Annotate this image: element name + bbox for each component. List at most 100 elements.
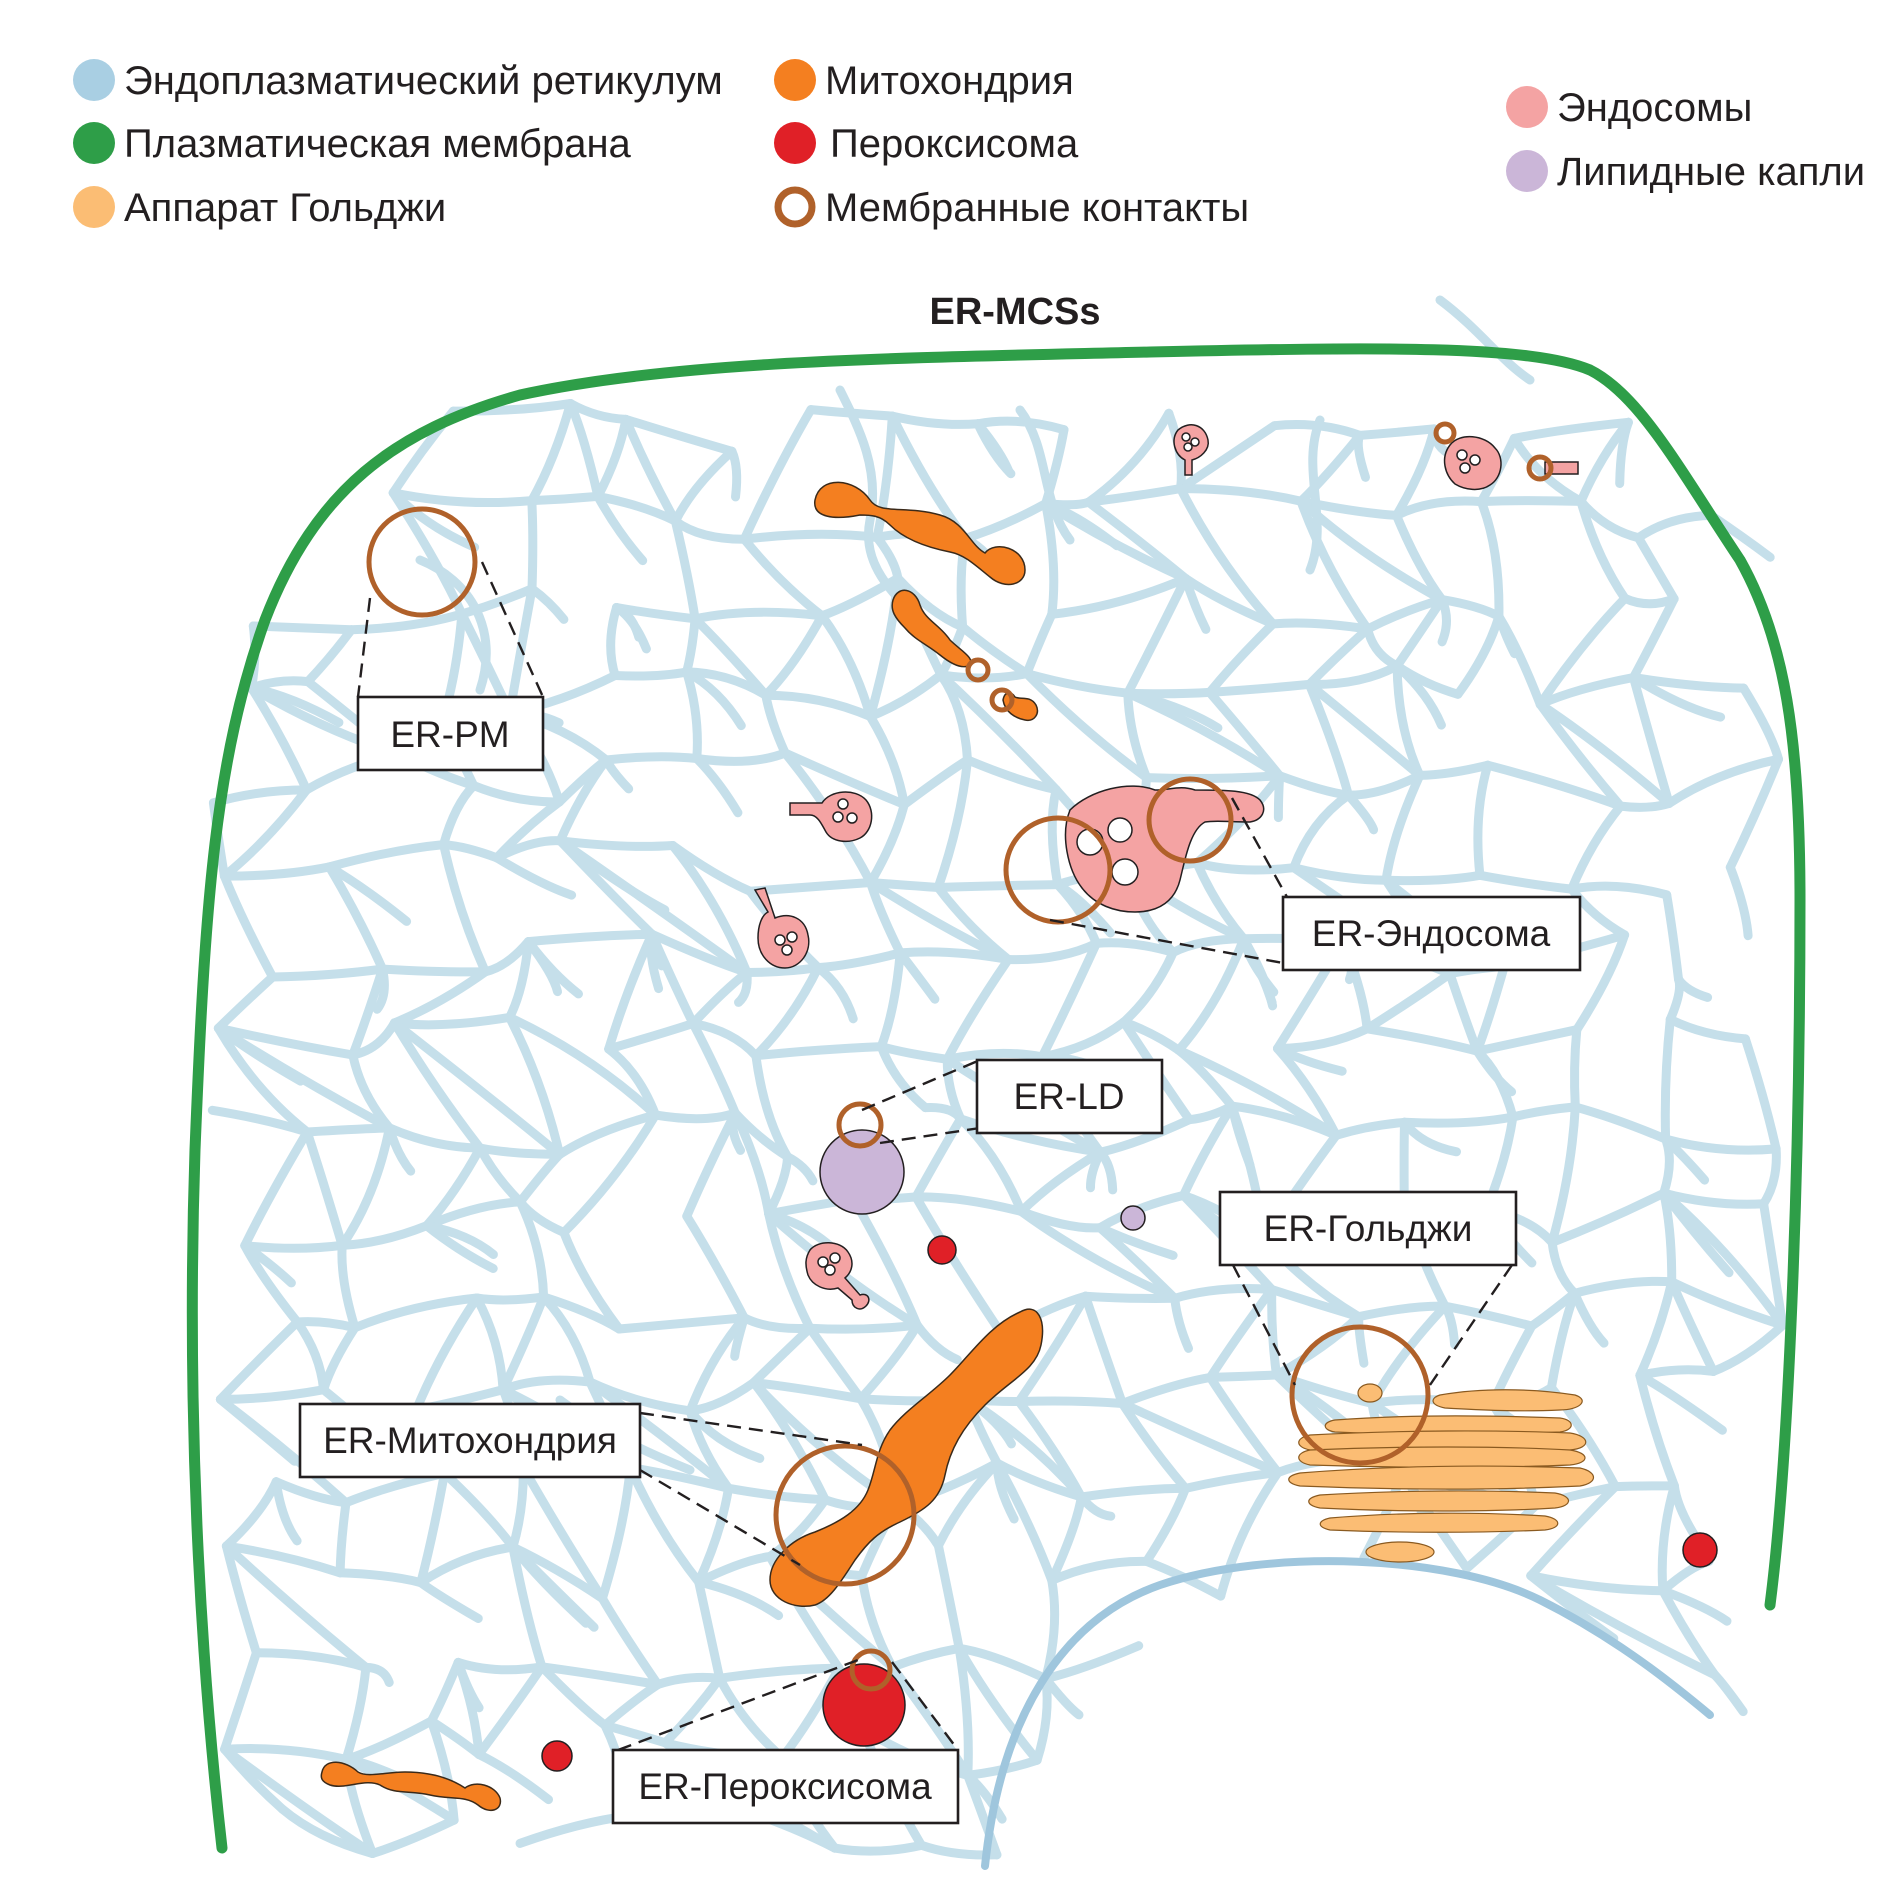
er-tubule bbox=[911, 1192, 1007, 1339]
er-tubule bbox=[457, 584, 537, 619]
callout-box bbox=[298, 1402, 642, 1479]
er-tubule bbox=[1635, 1277, 1677, 1380]
er-tubule bbox=[960, 499, 1051, 543]
er-tubule bbox=[1665, 1014, 1750, 1044]
legend-label-endosomes: Эндосомы bbox=[1557, 86, 1752, 130]
er-tubule bbox=[1472, 1046, 1517, 1097]
callout-er-pm: ER-PM bbox=[356, 695, 545, 772]
er-tubule bbox=[1142, 1483, 1190, 1566]
er-tubule bbox=[1567, 801, 1625, 894]
er-tubule bbox=[1475, 870, 1577, 894]
er-tubule bbox=[920, 1102, 966, 1124]
er-tubule bbox=[1535, 699, 1625, 811]
er-tubule bbox=[597, 1463, 635, 1603]
er-tubule bbox=[221, 1541, 261, 1658]
er-tubule bbox=[1084, 484, 1186, 507]
callout-er-endosome: ER-Эндосома bbox=[1281, 895, 1582, 972]
er-tubule bbox=[474, 1749, 553, 1805]
er-tubule bbox=[739, 405, 816, 544]
er-tubule bbox=[813, 963, 858, 1024]
er-tubule bbox=[694, 1577, 784, 1621]
er-tubule bbox=[1205, 1285, 1277, 1382]
er-tubule bbox=[1181, 574, 1278, 629]
er-tubule bbox=[221, 1541, 345, 1578]
er-tubule bbox=[1657, 1481, 1679, 1596]
er-tubule bbox=[1047, 1556, 1152, 1585]
er-tubule bbox=[1635, 1370, 1679, 1491]
er-tubule bbox=[682, 1211, 749, 1323]
er-tubule bbox=[1117, 1399, 1190, 1493]
contact-ring bbox=[965, 657, 991, 683]
er-tubule bbox=[1535, 593, 1630, 709]
er-tubule bbox=[1462, 1501, 1540, 1573]
er-tubule bbox=[453, 1657, 484, 1713]
er-tubule bbox=[780, 748, 909, 809]
er-tubule bbox=[1053, 880, 1115, 938]
er-tubule bbox=[1192, 858, 1299, 875]
callout-er-mito: ER-Митохондрия bbox=[298, 1402, 642, 1479]
er-tubule bbox=[1227, 1101, 1341, 1140]
er-tubule bbox=[1392, 595, 1447, 671]
er-tubule bbox=[348, 964, 387, 1060]
er-tubule bbox=[597, 1594, 663, 1689]
er-tubule bbox=[426, 1657, 463, 1726]
callout-label: ER-Митохондрия bbox=[323, 1420, 617, 1461]
er-tubule bbox=[739, 529, 882, 544]
er-tubule bbox=[887, 1643, 964, 1672]
er-tubule bbox=[694, 1552, 775, 1587]
er-tubule bbox=[1610, 1481, 1679, 1492]
er-tubule bbox=[1181, 574, 1211, 634]
er-tubule bbox=[346, 609, 467, 635]
er-tubule bbox=[1273, 771, 1285, 823]
er-tubule bbox=[765, 1495, 830, 1561]
legend-item-membrane-contacts: Мембранные контакты bbox=[774, 186, 1249, 230]
er-tubule bbox=[1181, 1468, 1283, 1493]
er-tubule bbox=[1081, 1291, 1180, 1303]
er-tubule bbox=[958, 622, 1032, 679]
er-tubule bbox=[324, 840, 449, 872]
er-tubule bbox=[1304, 661, 1402, 689]
er-tubule bbox=[895, 947, 1013, 964]
er-tubule bbox=[1047, 1492, 1086, 1585]
er-tubule bbox=[1440, 1301, 1460, 1349]
er-tubule bbox=[647, 929, 667, 971]
er-tubule bbox=[1355, 424, 1439, 440]
legend-label-golgi: Аппарат Гольджи bbox=[124, 186, 446, 230]
er-tubule bbox=[912, 1320, 962, 1365]
er-tubule bbox=[761, 690, 790, 758]
er-tubule bbox=[1472, 1025, 1582, 1056]
endosome bbox=[789, 791, 873, 843]
er-tubule bbox=[1179, 1101, 1237, 1200]
er-tubule bbox=[682, 667, 746, 731]
er-tubule bbox=[1453, 612, 1504, 699]
er-tubule bbox=[933, 880, 1063, 892]
er-tubule bbox=[335, 1498, 351, 1578]
er-tubule bbox=[213, 1023, 305, 1086]
callout-er-golgi: ER-Гольджи bbox=[1218, 1190, 1518, 1267]
er-tubule bbox=[1509, 433, 1586, 506]
er-tubule bbox=[372, 964, 389, 1014]
er-tubule bbox=[1022, 669, 1152, 783]
er-tubule bbox=[1205, 679, 1314, 697]
er-tubule bbox=[933, 883, 1013, 964]
callout-label: ER-Гольджи bbox=[1264, 1208, 1473, 1249]
er-tubule bbox=[337, 1221, 432, 1250]
er-tubule bbox=[302, 1127, 347, 1250]
er-tubule bbox=[651, 1108, 740, 1124]
er-tubule bbox=[585, 1377, 733, 1493]
er-tubule bbox=[527, 496, 538, 594]
er-tubule bbox=[1084, 408, 1174, 507]
er-tubule bbox=[422, 1197, 525, 1231]
er-tubule bbox=[1658, 1586, 1732, 1626]
er-tubule bbox=[694, 1483, 733, 1587]
legend-swatch-peroxisome bbox=[774, 122, 816, 164]
er-tubule bbox=[761, 611, 827, 700]
callout-box bbox=[1218, 1190, 1518, 1267]
er-tubule bbox=[1473, 760, 1493, 880]
er-tubule bbox=[384, 1123, 416, 1176]
er-tubule bbox=[559, 1110, 660, 1237]
er-tubule bbox=[555, 1110, 660, 1159]
er-tubule bbox=[523, 929, 657, 947]
er-tubule bbox=[612, 603, 644, 642]
er-tubule bbox=[1635, 1370, 1727, 1435]
